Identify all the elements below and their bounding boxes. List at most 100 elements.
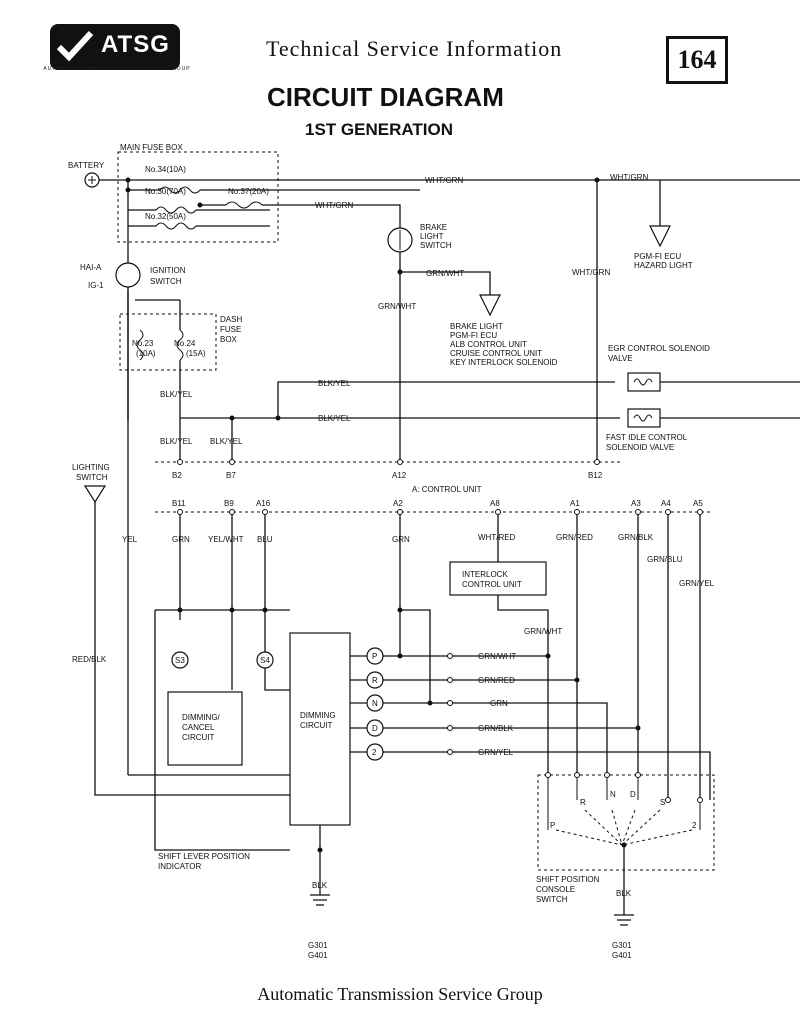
label-fuse32: No.32(50A) bbox=[145, 212, 186, 221]
s3-indicator-icon bbox=[171, 651, 189, 669]
label-dimming-1: DIMMING bbox=[300, 711, 336, 720]
label-dimming-cancel-2: CANCEL bbox=[182, 723, 215, 732]
s4-indicator-icon bbox=[256, 651, 274, 669]
label-p: P bbox=[372, 652, 377, 661]
label-shift-console-2: CONSOLE bbox=[536, 885, 575, 894]
ground-arrow-icon bbox=[649, 225, 671, 248]
label-a2: A2 bbox=[393, 499, 403, 508]
label-shift-lever-1: SHIFT LEVER POSITION bbox=[158, 852, 250, 861]
label-r: R bbox=[372, 676, 378, 685]
label-dash-fuse-3: BOX bbox=[220, 335, 238, 344]
label-grn-wht-interlock: GRN/WHT bbox=[524, 627, 562, 636]
label-ignition-1: IGNITION bbox=[150, 266, 186, 275]
label-grn-yel-2: GRN/YEL bbox=[478, 748, 514, 757]
label-red-blk: RED/BLK bbox=[72, 655, 107, 664]
label-pgm-hazard-1: PGM-FI ECU bbox=[634, 252, 681, 261]
label-blu: BLU bbox=[257, 535, 273, 544]
dash-fuse-box bbox=[119, 313, 217, 371]
label-fuse23: No.23 bbox=[132, 339, 154, 348]
label-dash-fuse-1: DASH bbox=[220, 315, 242, 324]
label-dimming-2: CIRCUIT bbox=[300, 721, 333, 730]
label-lighting-2: SWITCH bbox=[76, 473, 108, 482]
label-console-d: D bbox=[630, 790, 636, 799]
label-grn-blk-d: GRN/BLK bbox=[478, 724, 514, 733]
label-fuse24-amp: (15A) bbox=[186, 349, 206, 358]
label-pgm-hazard-2: HAZARD LIGHT bbox=[634, 261, 693, 270]
label-b12: B12 bbox=[588, 471, 603, 480]
label-blk-yel-mid: BLK/YEL bbox=[318, 414, 351, 423]
label-battery: BATTERY bbox=[68, 161, 105, 170]
diagram-subtitle: 1ST GENERATION bbox=[305, 120, 453, 139]
label-grn-a2: GRN bbox=[392, 535, 410, 544]
label-control-unit: A: CONTROL UNIT bbox=[412, 485, 482, 494]
label-console-p: P bbox=[550, 821, 555, 830]
label-main-fuse-box: MAIN FUSE BOX bbox=[120, 143, 183, 152]
footer: Automatic Transmission Service Group bbox=[257, 984, 543, 1004]
header-title: Technical Service Information bbox=[266, 36, 563, 61]
label-blk-yel-b7: BLK/YEL bbox=[210, 437, 243, 446]
label-blk-yel-left: BLK/YEL bbox=[160, 390, 193, 399]
label-wht-grn-mid: WHT/GRN bbox=[315, 201, 353, 210]
label-s3: S3 bbox=[175, 656, 185, 665]
logo-ring-text: AUTOMATIC TRANSMISSION SERVICE GROUP bbox=[43, 66, 191, 72]
label-grn-wht-vertical: GRN/WHT bbox=[378, 302, 416, 311]
label-a1: A1 bbox=[570, 499, 580, 508]
label-b7: B7 bbox=[226, 471, 236, 480]
label-g301-left: G301 bbox=[308, 941, 328, 950]
label-g401-right: G401 bbox=[612, 951, 632, 960]
label-egr-1: EGR CONTROL SOLENOID bbox=[608, 344, 710, 353]
label-blk-left: BLK bbox=[312, 881, 328, 890]
label-shift-console-1: SHIFT POSITION bbox=[536, 875, 600, 884]
label-grn-red-r: GRN/RED bbox=[478, 676, 515, 685]
label-g401-left: G401 bbox=[308, 951, 328, 960]
page-number: 164 bbox=[666, 36, 728, 84]
label-brake-switch-2: LIGHT bbox=[420, 232, 444, 241]
label-brake-switch-3: SWITCH bbox=[420, 241, 452, 250]
label-d: D bbox=[372, 724, 378, 733]
label-wht-grn-vertical: WHT/GRN bbox=[572, 268, 610, 277]
label-fuse24: No.24 bbox=[174, 339, 196, 348]
label-brake-list-2: PGM-FI ECU bbox=[450, 331, 497, 340]
label-a5: A5 bbox=[693, 499, 703, 508]
label-yel-wht: YEL/WHT bbox=[208, 535, 244, 544]
interlock-control-unit bbox=[449, 561, 547, 596]
label-wht-red: WHT/RED bbox=[478, 533, 516, 542]
dimming-circuit bbox=[289, 632, 351, 826]
atsg-logo: ATSG bbox=[50, 24, 180, 70]
label-grn-blk-a3: GRN/BLK bbox=[618, 533, 654, 542]
ground-icon bbox=[614, 914, 634, 926]
label-shift-console-3: SWITCH bbox=[536, 895, 568, 904]
label-brake-list-4: CRUISE CONTROL UNIT bbox=[450, 349, 542, 358]
label-ignition-2: SWITCH bbox=[150, 277, 182, 286]
label-a3: A3 bbox=[631, 499, 641, 508]
label-yel: YEL bbox=[122, 535, 138, 544]
label-blk-yel-b2: BLK/YEL bbox=[160, 437, 193, 446]
label-ig1: IG-1 bbox=[88, 281, 104, 290]
label-s4: S4 bbox=[260, 656, 270, 665]
label-grn-blu: GRN/BLU bbox=[647, 555, 683, 564]
diagram-labels: MAIN FUSE BOX BATTERY No.34(10A) No.30(7… bbox=[68, 143, 715, 960]
label-egr-2: VALVE bbox=[608, 354, 633, 363]
label-grn-yel-a5: GRN/YEL bbox=[679, 579, 715, 588]
fast-idle-solenoid-icon bbox=[627, 408, 661, 428]
label-wht-grn-top: WHT/GRN bbox=[425, 176, 463, 185]
label-console-two: 2 bbox=[692, 821, 697, 830]
dimming-cancel-circuit bbox=[167, 691, 243, 766]
label-lighting-1: LIGHTING bbox=[72, 463, 110, 472]
label-fuse34: No.34(10A) bbox=[145, 165, 186, 174]
label-interlock-1: INTERLOCK bbox=[462, 570, 508, 579]
label-a16: A16 bbox=[256, 499, 271, 508]
wiring bbox=[94, 151, 800, 915]
diagram-title: CIRCUIT DIAGRAM bbox=[267, 82, 504, 112]
logo-text: ATSG bbox=[101, 31, 170, 58]
label-shift-lever-2: INDICATOR bbox=[158, 862, 201, 871]
junctions bbox=[125, 177, 641, 853]
label-fuse37: No.37(20A) bbox=[228, 187, 269, 196]
components bbox=[83, 172, 671, 926]
label-brake-list-3: ALB CONTROL UNIT bbox=[450, 340, 527, 349]
label-dash-fuse-2: FUSE bbox=[220, 325, 241, 334]
label-console-s: S bbox=[660, 798, 665, 807]
label-interlock-2: CONTROL UNIT bbox=[462, 580, 522, 589]
